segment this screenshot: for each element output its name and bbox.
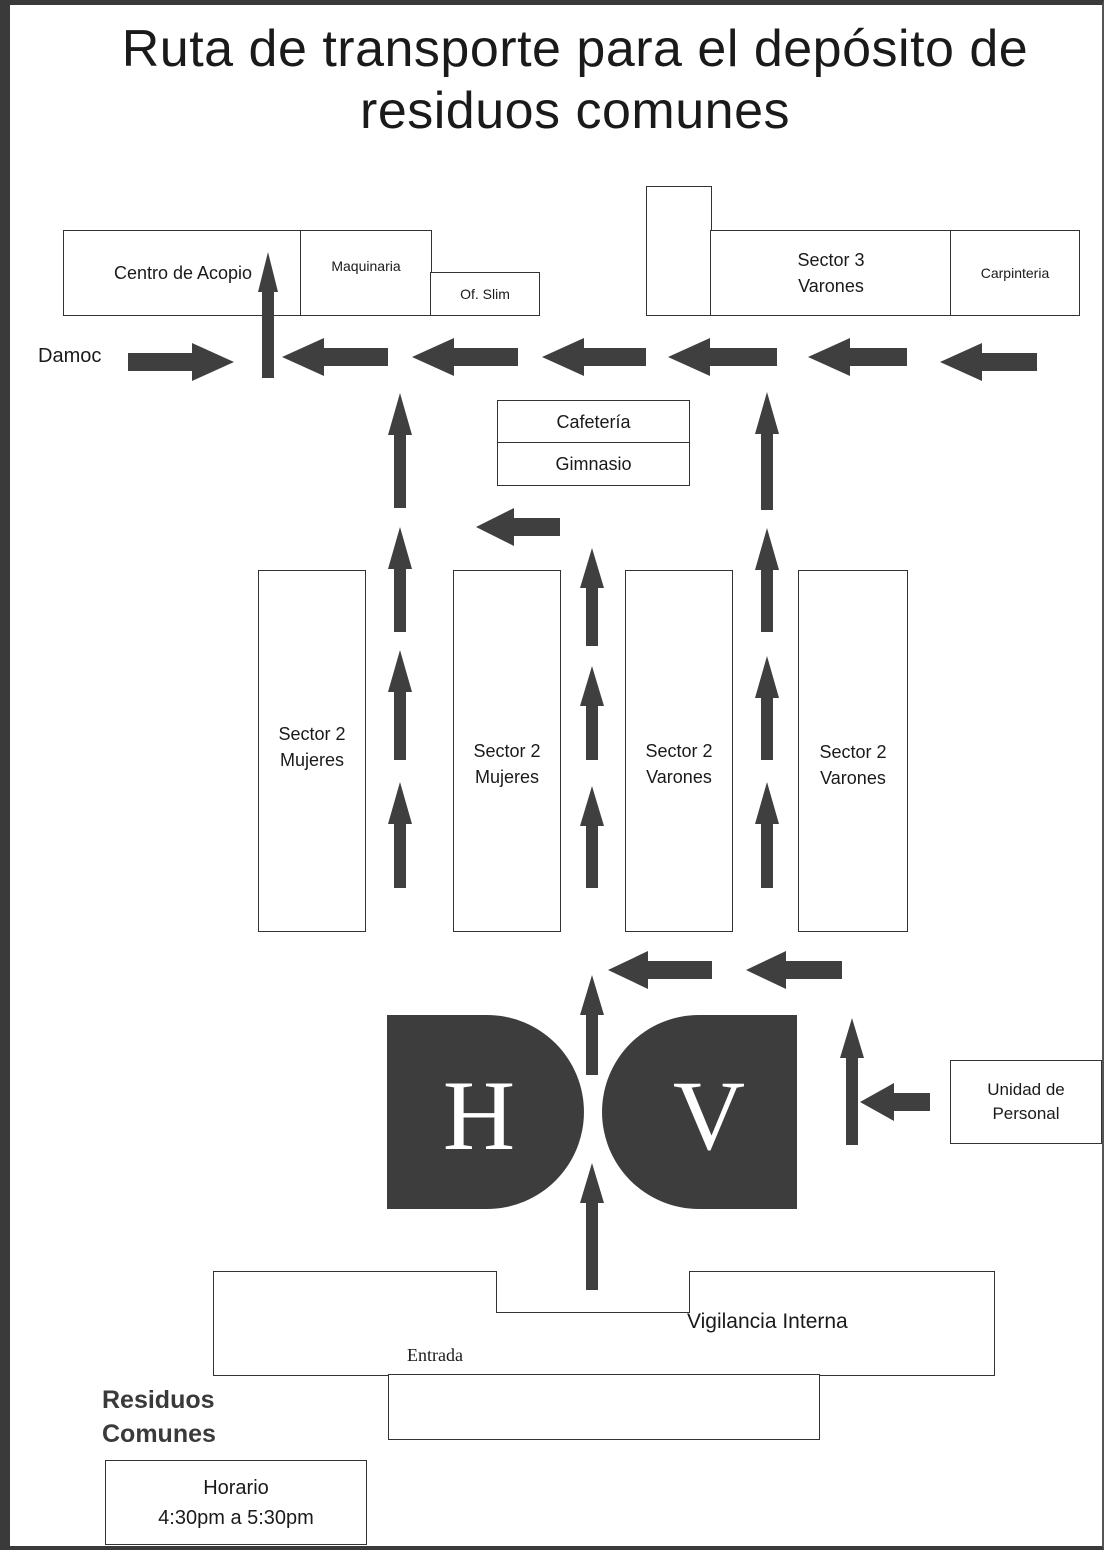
residuos-comunes-label: Residuos Comunes — [102, 1386, 216, 1448]
building-sector2-varones-1: Sector 2 Varones — [625, 570, 733, 932]
building-carpinteria: Carpinteria — [950, 230, 1080, 316]
building-unidad-personal: Unidad de Personal — [950, 1060, 1102, 1144]
letter-h: H — [443, 1060, 515, 1171]
building-gimnasio: Gimnasio — [497, 442, 690, 486]
route-arrow-9 — [476, 508, 560, 546]
building-sector2-mujeres-1: Sector 2 Mujeres — [258, 570, 366, 932]
building-sector2-mujeres-2: Sector 2 Mujeres — [453, 570, 561, 932]
horario-box: Horario 4:30pm a 5:30pm — [105, 1460, 367, 1545]
building-maquinaria: Maquinaria — [300, 230, 432, 316]
route-arrow-20 — [755, 782, 779, 888]
route-arrow-10 — [388, 393, 412, 508]
hospital-hv-building: H V — [387, 1015, 797, 1209]
horario-title: Horario — [203, 1476, 269, 1499]
route-arrow-13 — [388, 782, 412, 888]
building-v — [602, 1015, 797, 1209]
building-entrada — [388, 1374, 820, 1440]
building-of-slim: Of. Slim — [430, 272, 540, 316]
route-arrow-21 — [608, 951, 712, 989]
route-arrow-1 — [940, 343, 1037, 381]
route-arrow-14 — [580, 548, 604, 646]
route-arrow-25 — [840, 1018, 864, 1145]
route-arrow-3 — [668, 338, 777, 376]
route-arrow-16 — [580, 786, 604, 888]
route-arrow-18 — [755, 528, 779, 632]
route-arrow-19 — [755, 656, 779, 760]
route-arrow-11 — [388, 527, 412, 632]
route-arrow-5 — [412, 338, 518, 376]
letter-v: V — [673, 1060, 745, 1171]
building-h — [387, 1015, 584, 1209]
route-arrow-4 — [542, 338, 646, 376]
entrada-label: Entrada — [407, 1345, 463, 1365]
route-arrow-24 — [580, 1163, 604, 1290]
vigilancia-label: Vigilancia Interna — [687, 1310, 848, 1333]
route-arrow-2 — [808, 338, 907, 376]
horario-time: 4:30pm a 5:30pm — [158, 1506, 314, 1529]
route-arrow-22 — [746, 951, 842, 989]
route-arrow-8 — [258, 252, 278, 378]
building-sector3-tower — [646, 186, 712, 316]
building-sector2-varones-2: Sector 2 Varones — [798, 570, 908, 932]
route-arrow-7 — [128, 343, 234, 381]
route-arrow-17 — [755, 392, 779, 510]
route-arrow-23 — [580, 975, 604, 1075]
route-arrow-15 — [580, 666, 604, 760]
damoc-label: Damoc — [38, 345, 102, 367]
route-arrow-26 — [860, 1083, 930, 1121]
route-arrow-6 — [282, 338, 388, 376]
building-cafeteria: Cafetería — [497, 400, 690, 444]
page-title: Ruta de transporte para el depósito de r… — [121, 20, 1029, 140]
building-sector3-varones: Sector 3 Varones — [710, 230, 952, 316]
route-arrow-12 — [388, 650, 412, 760]
